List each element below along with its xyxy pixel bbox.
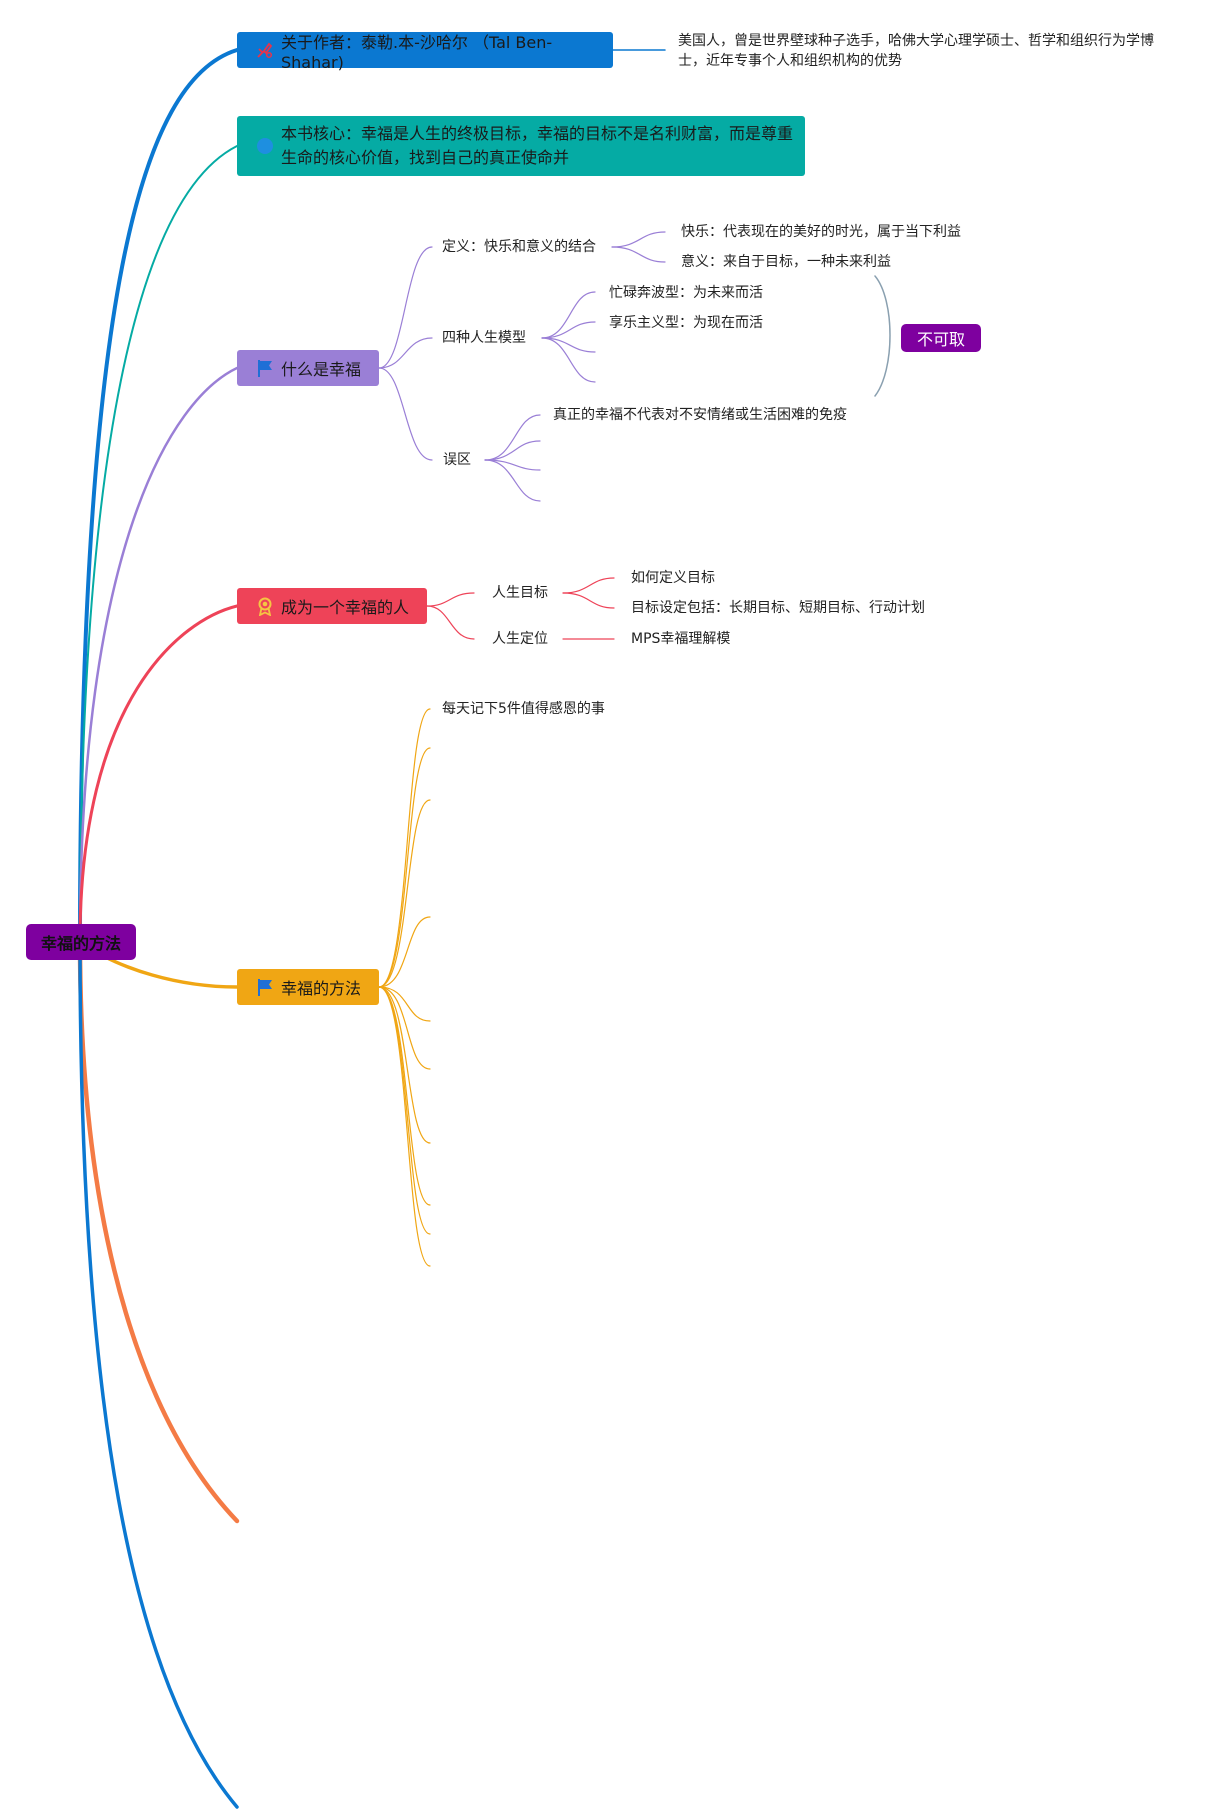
definition-child-1[interactable]: 意义：来自于目标，一种未来利益: [681, 254, 891, 270]
connector-definition: [378, 246, 433, 369]
branch-core[interactable]: 本书核心：幸福是人生的终极目标，幸福的目标不是名利财富，而是尊重生命的核心价值，…: [237, 116, 805, 176]
connector-def-1: [611, 246, 666, 263]
connector-blue-bottom: [78, 940, 239, 1809]
branch-core-label: 本书核心：幸福是人生的终极目标，幸福的目标不是名利财富，而是尊重生命的核心价值，…: [281, 124, 794, 167]
myths-child-0[interactable]: 真正的幸福不代表对不安情绪或生活困难的免疫: [553, 407, 847, 423]
award-icon: [258, 597, 272, 616]
models-child-0[interactable]: 忙碌奔波型：为未来而活: [609, 285, 763, 301]
connector-myth-0: [484, 414, 541, 461]
connector-method-0: [378, 708, 431, 988]
summary-badge-label: 不可取: [916, 330, 965, 349]
branch-method[interactable]: 幸福的方法: [237, 969, 379, 1005]
what-myths[interactable]: 误区: [443, 452, 471, 468]
root-label: 幸福的方法: [40, 934, 121, 953]
connector-def-0: [611, 231, 666, 248]
connector-myth-1: [484, 440, 541, 461]
connector-method-6: [378, 986, 431, 1144]
connector-myths: [378, 367, 433, 461]
connector-model-0: [541, 291, 596, 339]
goals-child-1[interactable]: 目标设定包括：长期目标、短期目标、行动计划: [631, 600, 925, 616]
connector-method-9: [378, 986, 431, 1267]
connector-myth-3: [484, 459, 541, 502]
connector-models: [378, 337, 433, 369]
connector-what: [78, 366, 239, 944]
become-position[interactable]: 人生定位: [492, 631, 548, 647]
branch-what[interactable]: 什么是幸福: [237, 350, 379, 386]
definition-child-0[interactable]: 快乐：代表现在的美好的时光，属于当下利益: [681, 224, 961, 240]
connector-method-2: [378, 799, 431, 988]
connector-method-1: [378, 747, 431, 988]
author-note: 美国人，曾是世界壁球种子选手，哈佛大学心理学硕士、哲学和组织行为学博士，近年专事…: [678, 33, 1154, 69]
connector-orange: [77, 939, 240, 1524]
method-child-0[interactable]: 每天记下5件值得感恩的事: [442, 701, 605, 717]
connector-myth-2: [484, 459, 541, 471]
connector-author: [78, 48, 239, 944]
what-models[interactable]: 四种人生模型: [442, 330, 526, 346]
connector-method-4: [378, 986, 431, 1022]
connector-goals: [426, 592, 475, 607]
branch-become[interactable]: 成为一个幸福的人: [237, 588, 427, 624]
connector-position: [426, 605, 475, 640]
summary-badge[interactable]: 不可取: [901, 324, 981, 352]
branch-author[interactable]: 关于作者：泰勒.本-沙哈尔 （Tal Ben-Shahar): [237, 32, 613, 72]
position-child[interactable]: MPS幸福理解模: [631, 631, 731, 647]
branch-become-label: 成为一个幸福的人: [281, 598, 410, 617]
connector-become: [78, 604, 239, 944]
connector-goal-0: [562, 577, 615, 594]
pen-icon: [257, 42, 273, 59]
branch-what-label: 什么是幸福: [281, 360, 362, 379]
become-goals[interactable]: 人生目标: [492, 585, 548, 601]
goals-child-0[interactable]: 如何定义目标: [631, 570, 715, 586]
branch-method-label: 幸福的方法: [281, 979, 362, 998]
connector-model-2: [541, 337, 596, 353]
what-definition[interactable]: 定义：快乐和意义的结合: [442, 239, 596, 255]
connector-method-3: [378, 916, 431, 988]
root-node[interactable]: 幸福的方法: [26, 924, 136, 960]
models-child-1[interactable]: 享乐主义型：为现在而活: [609, 315, 763, 331]
dot-icon: [257, 138, 273, 154]
connector-model-3: [541, 337, 596, 383]
flag-icon: [258, 979, 272, 996]
flag-icon: [258, 360, 272, 377]
connector-goal-1: [562, 592, 615, 609]
connector-model-1: [541, 321, 596, 339]
connector-bracket: [874, 275, 891, 397]
connector-method-5: [378, 986, 431, 1070]
connector-core: [79, 145, 238, 943]
branch-author-label: 关于作者：泰勒.本-沙哈尔 （Tal Ben-Shahar): [281, 32, 553, 72]
